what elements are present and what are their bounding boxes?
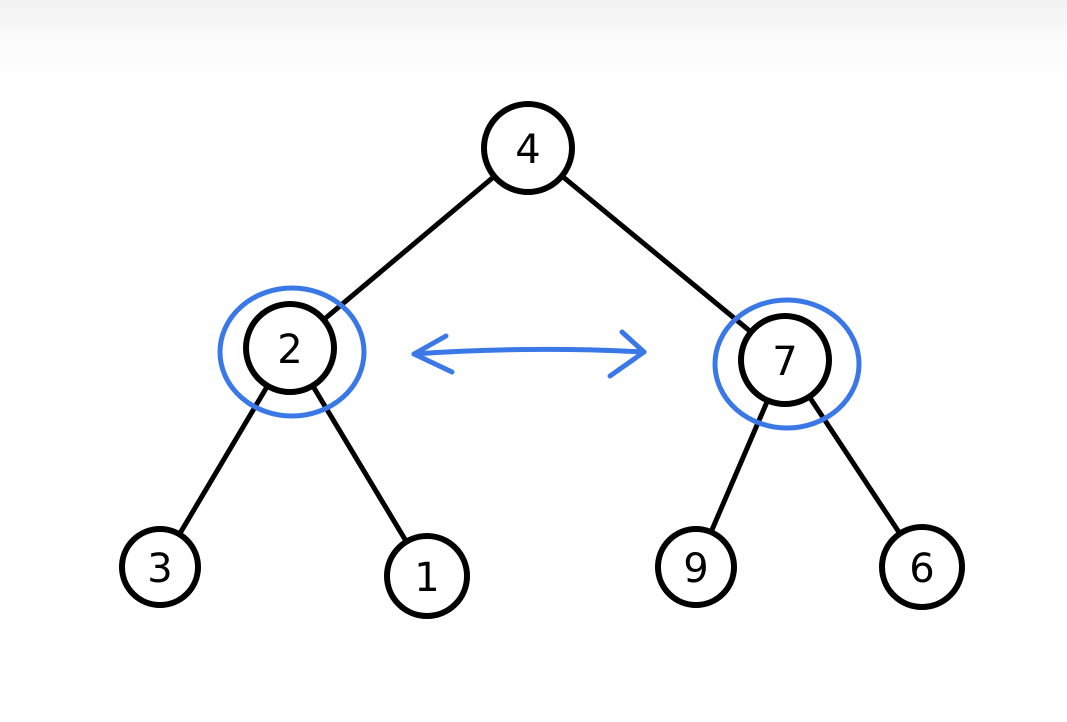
tree-edge-4-2 (287, 145, 531, 351)
node-label: 6 (909, 546, 934, 592)
swap-arrow-shaft (411, 346, 647, 357)
node-label: 4 (515, 127, 540, 173)
node-circle (481, 101, 575, 195)
tree-node-2: 2 (243, 301, 337, 395)
swap-arrow-layer (411, 329, 647, 379)
node-label: 7 (772, 339, 797, 385)
tree-node-3: 3 (119, 526, 201, 608)
nodes-layer: 4 2 7 3 1 9 6 (119, 101, 965, 619)
node-circle (655, 526, 737, 608)
arrow-right-head-icon (607, 329, 647, 379)
tree-node-4: 4 (481, 101, 575, 195)
tree-node-7: 7 (738, 313, 832, 407)
node-circle (879, 524, 965, 610)
tree-edge-4-7 (525, 145, 788, 363)
tree-node-9: 9 (655, 526, 737, 608)
highlight-layer (217, 285, 862, 431)
node-label: 2 (277, 327, 302, 373)
node-circle (384, 533, 470, 619)
highlight-ring-7 (712, 297, 862, 431)
node-circle (738, 313, 832, 407)
node-label: 1 (414, 555, 439, 601)
highlight-ring-2 (217, 285, 367, 419)
swap-arrow (411, 329, 647, 379)
arrow-left-head-icon (411, 333, 455, 375)
tree-node-1: 1 (384, 533, 470, 619)
node-label: 9 (683, 546, 708, 592)
node-circle (243, 301, 337, 395)
node-circle (119, 526, 201, 608)
node-label: 3 (147, 546, 172, 592)
tree-node-6: 6 (879, 524, 965, 610)
